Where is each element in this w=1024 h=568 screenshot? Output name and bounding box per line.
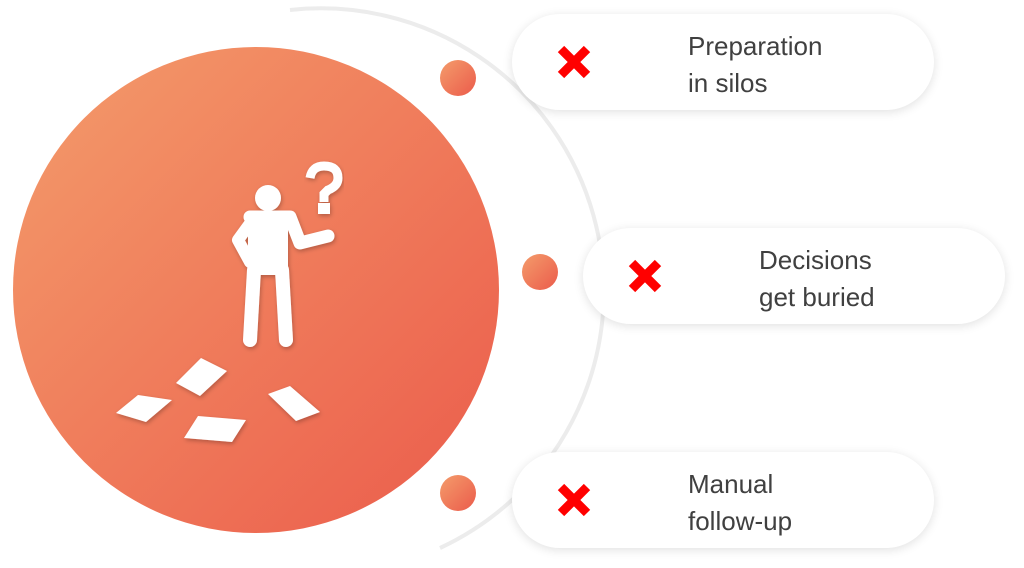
item-label-line2: in silos	[688, 68, 768, 98]
item-label-line1: Preparation	[688, 31, 823, 61]
cross-icon	[628, 259, 662, 293]
confused-person-icon	[232, 185, 335, 347]
cross-icon	[557, 483, 591, 517]
connector-dot-2	[522, 254, 558, 290]
scattered-papers-icon	[116, 358, 320, 442]
item-card-followup: Manual follow-up	[512, 452, 934, 548]
item-label: Preparation in silos	[688, 28, 822, 102]
question-mark-icon	[305, 161, 343, 214]
item-label: Manual follow-up	[688, 466, 792, 540]
cross-icon	[557, 45, 591, 79]
item-label-line1: Decisions	[759, 245, 872, 275]
item-label-line2: follow-up	[688, 506, 793, 536]
item-card-decisions: Decisions get buried	[583, 228, 1005, 324]
connector-dot-1	[440, 60, 476, 96]
item-label-line2: get buried	[759, 282, 875, 312]
item-label-line1: Manual	[688, 469, 774, 499]
item-card-preparation: Preparation in silos	[512, 14, 934, 110]
item-label: Decisions get buried	[759, 242, 875, 316]
connector-dot-3	[440, 475, 476, 511]
